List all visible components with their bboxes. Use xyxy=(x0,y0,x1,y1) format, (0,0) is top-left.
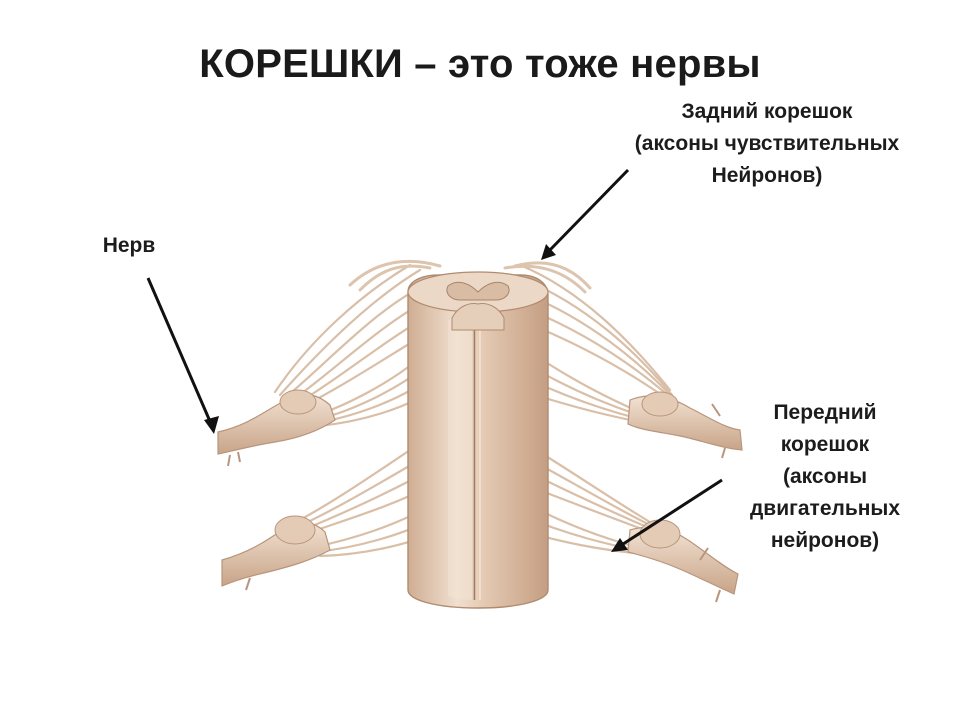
posterior-root-line3: Нейронов) xyxy=(711,164,823,187)
posterior-root-line1: Задний корешок xyxy=(681,100,853,123)
posterior-root-label: Задний корешок (аксоны чувствительных Не… xyxy=(612,96,922,192)
spinal-cord xyxy=(407,271,549,609)
anterior-root-line4: двигательных xyxy=(749,497,901,520)
nerve-label: Нерв xyxy=(88,230,170,262)
arrow-to-nerve xyxy=(146,277,219,434)
upper-rootlets xyxy=(348,259,592,294)
upper-right-nerve xyxy=(627,391,743,459)
nerve-label-text: Нерв xyxy=(102,234,156,257)
upper-left-nerve xyxy=(217,389,336,467)
anterior-root-line5: нейронов) xyxy=(770,529,880,552)
arrow-to-posterior-root xyxy=(541,168,630,260)
anterior-root-line2: корешок xyxy=(780,433,870,456)
slide-title: КОРЕШКИ – это тоже нервы xyxy=(0,42,960,87)
anterior-root-line3: (аксоны xyxy=(782,465,868,488)
lower-right-nerve xyxy=(627,519,739,603)
anterior-root-label: Передний корешок (аксоны двигательных не… xyxy=(730,397,920,557)
annotation-arrows xyxy=(146,168,723,552)
lower-left-nerve xyxy=(221,515,331,591)
arrow-to-anterior-root xyxy=(611,478,723,552)
title-rest: это тоже нервы xyxy=(448,42,761,86)
anterior-root-line1: Передний xyxy=(773,401,877,424)
posterior-root-line2: (аксоны чувствительных xyxy=(634,132,900,155)
title-main: КОРЕШКИ – xyxy=(199,42,437,86)
